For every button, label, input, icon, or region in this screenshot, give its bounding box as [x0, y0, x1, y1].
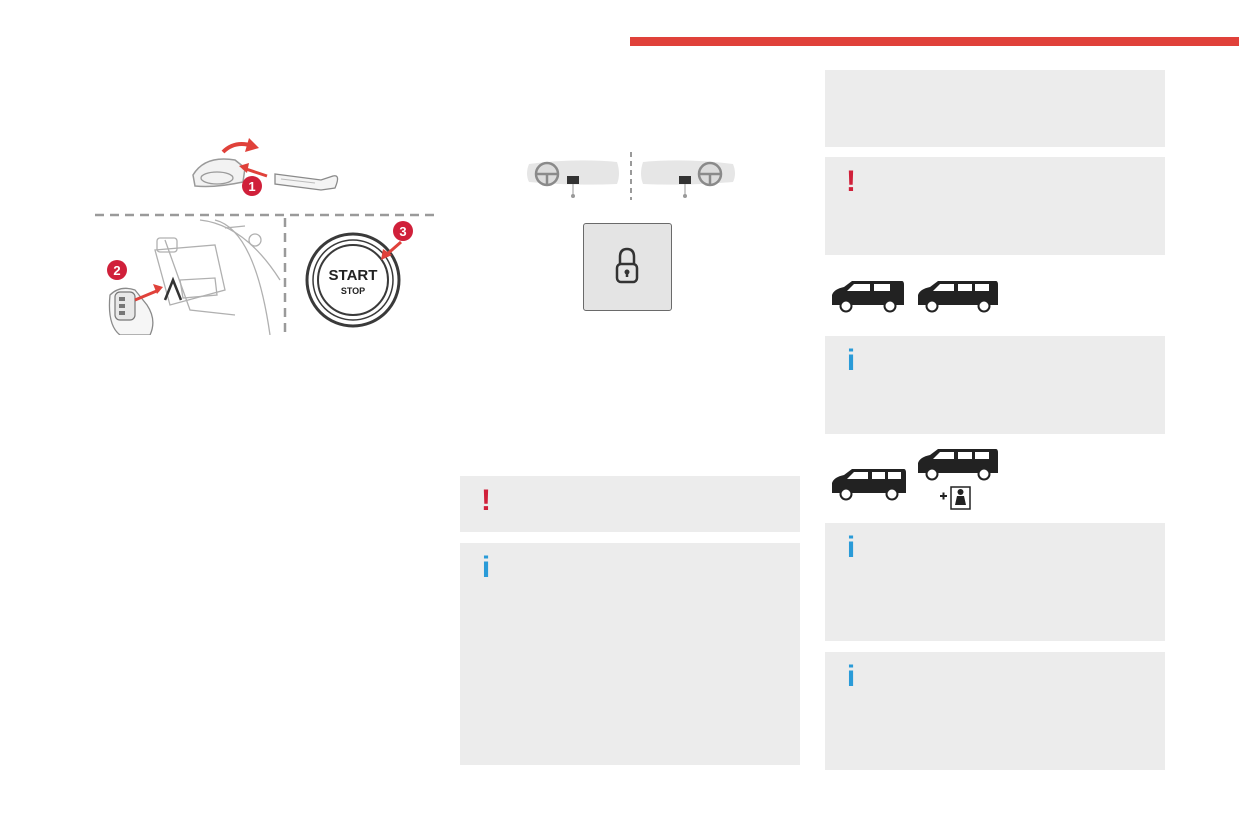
dashboard-position-illustration	[527, 152, 735, 200]
van-variants-row-1	[832, 281, 998, 313]
emergency-start-illustration: 1 2 START STOP	[95, 138, 435, 335]
van-variants-row-2	[832, 449, 998, 510]
van-compact-passenger-icon	[832, 469, 906, 501]
step-3-number: 3	[399, 224, 406, 239]
child-lock-option-icon	[940, 486, 971, 510]
info-box-right-1: i	[825, 336, 1165, 434]
padlock-icon	[615, 247, 639, 284]
stop-label: STOP	[341, 286, 365, 296]
step-1-badge: 1	[242, 176, 262, 196]
van-compact-icon	[832, 281, 904, 313]
warning-icon: !	[481, 484, 491, 517]
warning-box-middle: !	[460, 476, 800, 532]
info-icon: i	[846, 344, 856, 377]
key-fob-in-hand-icon	[108, 287, 154, 335]
steering-column-icon	[154, 219, 281, 335]
info-box-middle: i	[460, 543, 800, 765]
warning-box-right: !	[825, 157, 1165, 255]
door-handle-icon	[192, 158, 246, 188]
mechanical-key-icon	[274, 173, 339, 191]
info-box-right-3: i	[825, 652, 1165, 770]
step-2-badge: 2	[107, 260, 127, 280]
right-hand-drive-dashboard-icon	[641, 160, 735, 198]
info-icon: i	[481, 551, 491, 584]
info-box-right-2: i	[825, 523, 1165, 641]
van-standard-icon	[918, 281, 998, 313]
step-3-badge: 3	[393, 221, 413, 241]
step-1-number: 1	[248, 179, 255, 194]
step-2-number: 2	[113, 263, 120, 278]
start-stop-button-icon: START STOP	[305, 232, 401, 328]
central-locking-button	[583, 223, 672, 311]
note-box-top	[825, 70, 1165, 147]
info-icon: i	[846, 531, 856, 564]
left-hand-drive-dashboard-icon	[527, 160, 619, 198]
warning-icon: !	[846, 165, 856, 198]
info-icon: i	[846, 660, 856, 693]
van-long-icon	[918, 449, 998, 481]
start-label: START	[329, 267, 378, 284]
header-accent-bar	[630, 37, 1239, 46]
